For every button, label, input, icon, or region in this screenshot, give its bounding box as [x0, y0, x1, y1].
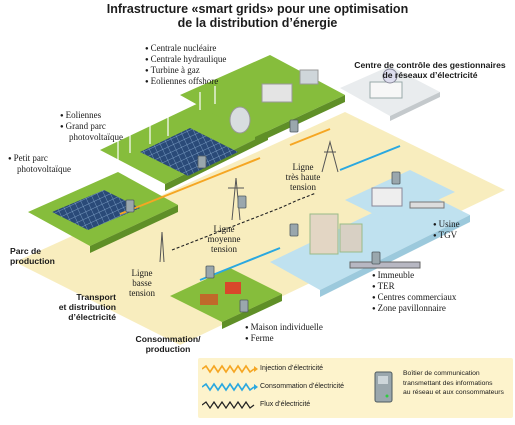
maison-item-1: Ferme: [245, 333, 323, 344]
consommation-line-0: Consommation/: [135, 334, 201, 344]
large-solar-panels: [140, 128, 238, 176]
apartment-buildings: [309, 213, 339, 255]
legend-device-line-0: Boîtier de communication: [403, 370, 480, 377]
parc-production-line-0: Parc de: [10, 246, 42, 256]
thl-line-2: tension: [290, 182, 316, 192]
usine-item-1: TGV: [433, 230, 460, 241]
production-item-2: Turbine à gaz: [145, 65, 226, 76]
control-center-line-1: de réseaux d’électricité: [382, 70, 478, 80]
thl-line-0: Ligne: [292, 162, 314, 172]
tgv-train: [409, 201, 445, 209]
consumption-swatch: [202, 382, 258, 392]
flux-line: [171, 192, 317, 251]
immeuble-list: Immeuble TER Centres commerciaux Zone pa…: [372, 270, 457, 314]
parc-production-label: Parc de production: [10, 246, 55, 266]
lbt-line-1: basse: [132, 278, 152, 288]
consommation-line-1: production: [145, 344, 191, 354]
lmt-label: Ligne moyenne tension: [196, 224, 252, 254]
legend-flux-label: Flux d’électricité: [260, 401, 311, 408]
consommation-label: Consommation/ production: [128, 334, 208, 354]
usine-tgv-list: Usine TGV: [433, 219, 460, 241]
maison-item-0: Maison individuelle: [245, 322, 323, 333]
flux-swatch: [202, 400, 255, 410]
injection-line: [119, 157, 261, 215]
usine-item-0: Usine: [433, 219, 460, 230]
maison-list: Maison individuelle Ferme: [245, 322, 323, 344]
immeuble-item-1: TER: [372, 281, 456, 292]
wind-turbines: [117, 86, 216, 160]
transport-line-1: et distribution: [58, 302, 116, 312]
legend-injection-label: Injection d’électricité: [260, 365, 324, 372]
ter-train: [349, 261, 421, 269]
thl-label: Ligne très haute tension: [278, 162, 328, 192]
control-center-label: Centre de contrôle des gestionnaires de …: [350, 60, 510, 80]
thl-line-1: très haute: [285, 172, 321, 182]
smart-meter-box-icons: [125, 119, 401, 313]
transport-line-0: Transport: [76, 292, 116, 302]
transport-label: Transport et distribution d’électricité: [40, 292, 116, 322]
legend-device-text: Boîtier de communication transmettant de…: [403, 369, 504, 398]
lbt-line-2: tension: [129, 288, 155, 298]
transport-line-2: d’électricité: [68, 312, 116, 322]
gas-turbine: [299, 69, 319, 85]
lmt-line-1: moyenne: [207, 234, 241, 244]
small-solar-panels: [52, 190, 140, 230]
legend: Injection d’électricité Consommation d’é…: [198, 358, 513, 418]
petit-parc-line-1: photovoltaïque: [17, 164, 71, 174]
control-center-line-0: Centre de contrôle des gestionnaires: [354, 60, 506, 70]
smart-meter-box-icon: [374, 371, 393, 403]
lmt-line-2: tension: [211, 244, 237, 254]
eolien-item-2: photovoltaïque: [69, 132, 123, 142]
eolien-item-0: Eoliennes: [60, 110, 123, 121]
lbt-label: Ligne basse tension: [118, 268, 166, 298]
production-item-1: Centrale hydraulique: [145, 54, 227, 65]
production-list: Centrale nucléaire Centrale hydraulique …: [145, 43, 227, 87]
legend-consommation-label: Consommation d’électricité: [260, 383, 345, 390]
title-line-2: de la distribution d’énergie: [177, 16, 338, 30]
immeuble-item-3: Zone pavillonnaire: [372, 303, 456, 314]
petit-parc-label: Petit parc photovoltaïque: [8, 153, 71, 174]
diagram-title: Infrastructure «smart grids» pour une op…: [0, 2, 515, 30]
eolien-item-1: Grand parc: [60, 121, 123, 132]
injection-swatch: [202, 364, 258, 374]
plant-building: [261, 83, 293, 103]
legend-device-line-1: transmettant des informations: [403, 379, 493, 387]
factory-building: [371, 187, 403, 207]
production-item-0: Centrale nucléaire: [145, 43, 226, 54]
urban-tile: [270, 190, 470, 290]
satellite-dish: [382, 68, 398, 84]
house: [225, 282, 241, 294]
production-item-3: Eoliennes offshore: [145, 76, 226, 87]
cooling-tower: [229, 106, 251, 134]
eolien-list: Eoliennes Grand parc photovoltaïque: [60, 110, 123, 142]
lbt-line-0: Ligne: [131, 268, 153, 278]
road-band: [15, 112, 505, 345]
immeuble-item-0: Immeuble: [372, 270, 456, 281]
parc-production-line-1: production: [10, 256, 55, 266]
title-line-1: Infrastructure «smart grids» pour une op…: [106, 2, 409, 16]
farm: [200, 294, 218, 305]
legend-device-line-2: au réseau et aux consommateurs: [403, 389, 504, 396]
residential-tile: [170, 268, 282, 322]
lmt-line-0: Ligne: [213, 224, 235, 234]
control-building: [369, 81, 403, 99]
petit-parc-line-0: Petit parc: [8, 153, 71, 164]
immeuble-item-2: Centres commerciaux: [372, 292, 457, 303]
